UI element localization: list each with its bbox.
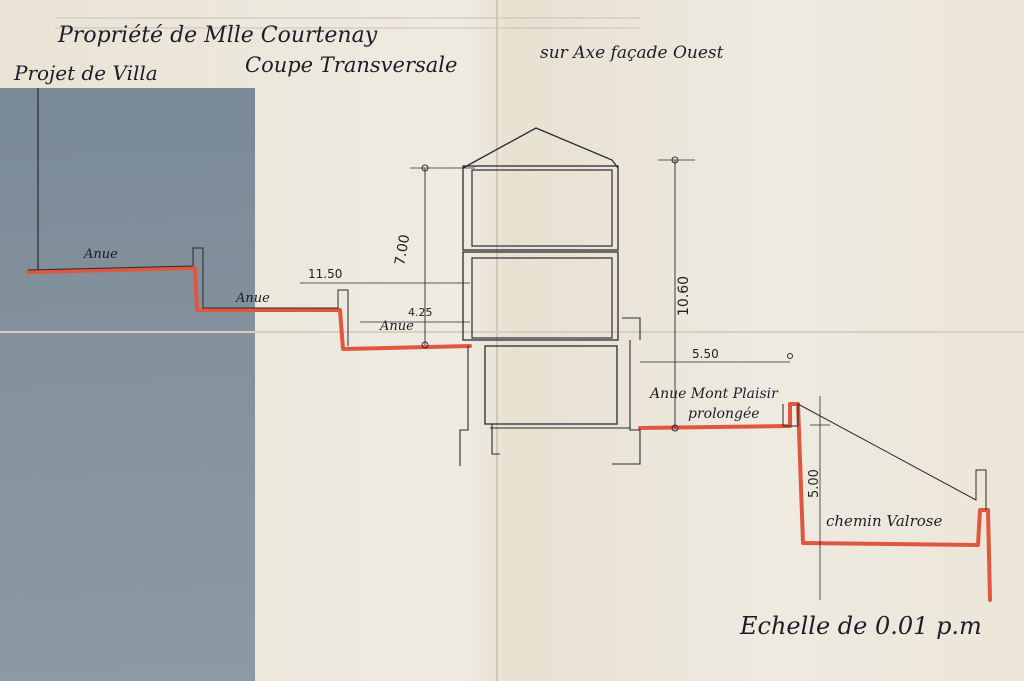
ground-profile-right (638, 402, 992, 602)
villa-upper-room (471, 169, 613, 247)
villa-foundation-left (459, 346, 469, 466)
villa-middle-floor (462, 251, 619, 341)
label-chemin: chemin Valrose (826, 512, 942, 530)
label-avenue-3: Anue (379, 319, 414, 334)
villa-roof (462, 127, 619, 169)
villa-lower-floor (484, 345, 618, 425)
dimension-node (671, 424, 679, 432)
shadow-overlay (0, 88, 255, 681)
ground-profile-left (26, 266, 472, 351)
dimension-node (421, 341, 429, 349)
label-prolongee: prolongée (688, 406, 760, 422)
title-axis: sur Axe façade Ouest (540, 43, 724, 63)
villa-middle-room (471, 257, 613, 339)
villa-terrace-rail (622, 317, 641, 340)
title-section: Coupe Transversale (245, 53, 457, 77)
villa-upper-floor (462, 165, 619, 251)
terrace-walls-right (782, 403, 987, 510)
label-avenue-1: Anue (83, 247, 118, 262)
title-project: Projet de Villa (13, 61, 158, 85)
villa-foundation-right (612, 340, 641, 465)
dim-11-50: 11.50 (308, 267, 342, 281)
dim-7-00: 7.00 (392, 233, 413, 266)
dim-10-60: 10.60 (676, 276, 692, 316)
label-avenue-2: Anue (235, 291, 270, 306)
title-proprietor: Propriété de Mlle Courtenay (57, 23, 378, 48)
dimension-node (787, 353, 793, 359)
label-mont-plaisir: Anue Mont Plaisir (648, 386, 779, 402)
dim-5-00: 5.00 (807, 469, 822, 498)
dim-5-50: 5.50 (692, 347, 719, 361)
villa-section (459, 127, 641, 466)
villa-foundation-step (491, 424, 500, 455)
dim-4-25: 4.25 (408, 306, 433, 319)
terrace-walls-left (27, 247, 349, 346)
scale-label: Echelle de 0.01 p.m (739, 612, 982, 640)
